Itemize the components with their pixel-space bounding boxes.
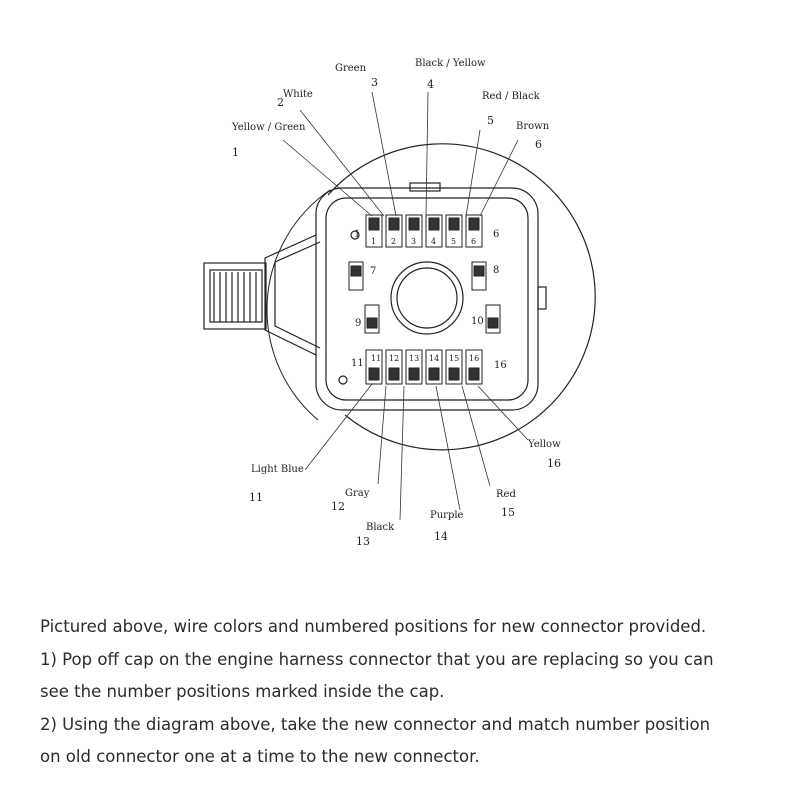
terminal-number: 3 <box>411 237 416 246</box>
wire-position-number: 4 <box>427 78 434 91</box>
terminal-number: 1 <box>371 237 376 246</box>
wire-position-number: 5 <box>487 114 494 127</box>
wire-position-number: 3 <box>371 76 378 89</box>
terminal-number: 12 <box>389 354 399 363</box>
wire-color-label: Yellow / Green <box>231 122 306 133</box>
wire-position-number: 2 <box>277 96 284 109</box>
terminal-slots <box>348 214 501 385</box>
wire-position-number: 12 <box>331 500 345 513</box>
wire-color-label: Purple <box>430 510 464 521</box>
wire-color-label: Black <box>366 522 395 533</box>
terminal-number: 15 <box>449 354 459 363</box>
wire-position-number: 11 <box>249 491 263 504</box>
wire-color-label: White <box>283 89 313 100</box>
terminal-numbers: 1 1 2 3 4 5 6 6 7 8 9 10 11 11 12 13 14 … <box>351 229 507 371</box>
terminal-number: 16 <box>469 354 479 363</box>
wire-color-label: Gray <box>345 488 370 499</box>
connector-diagram: 1 1 2 3 4 5 6 6 7 8 9 10 11 11 12 13 14 … <box>203 58 596 548</box>
instruction-line: Pictured above, wire colors and numbered… <box>40 617 707 636</box>
wire-position-number: 14 <box>434 530 448 543</box>
instruction-line: on old connector one at a time to the ne… <box>40 747 480 766</box>
wire-position-number: 15 <box>501 506 515 519</box>
wire-color-label: Brown <box>516 121 550 132</box>
terminal-number: 10 <box>471 316 484 327</box>
terminal-number: 4 <box>431 237 436 246</box>
instructions-text: Pictured above, wire colors and numbered… <box>40 611 780 774</box>
instruction-line: see the number positions marked inside t… <box>40 682 445 701</box>
wire-color-label: Light Blue <box>251 464 304 475</box>
wire-color-label: Black / Yellow <box>415 58 486 69</box>
terminal-number: 11 <box>351 358 364 369</box>
terminal-number: 7 <box>370 266 376 277</box>
instruction-line: 2) Using the diagram above, take the new… <box>40 714 711 734</box>
leader-lines <box>282 91 529 521</box>
wire-position-number: 1 <box>232 146 239 159</box>
wire-color-label: Green <box>335 63 367 74</box>
wire-position-number: 16 <box>547 457 561 470</box>
terminal-number: 6 <box>493 229 499 240</box>
wire-color-label: Red <box>496 489 516 500</box>
wire-color-label: Yellow <box>527 439 561 450</box>
terminal-number: 13 <box>409 354 419 363</box>
wire-position-number: 13 <box>356 535 370 548</box>
terminal-number: 9 <box>355 318 361 329</box>
terminal-number: 11 <box>371 354 381 363</box>
wire-color-label: Red / Black <box>482 91 541 102</box>
connector-housing <box>203 143 596 451</box>
terminal-number: 6 <box>471 237 476 246</box>
instruction-line: 1) Pop off cap on the engine harness con… <box>40 649 714 669</box>
wire-labels: Yellow / Green 1 White 2 Green 3 Black /… <box>231 58 561 548</box>
terminal-number: 5 <box>451 237 456 246</box>
terminal-number: 16 <box>494 360 507 371</box>
terminal-number: 2 <box>391 237 396 246</box>
terminal-number: 1 <box>354 229 360 240</box>
wire-position-number: 6 <box>535 138 542 151</box>
terminal-number: 8 <box>493 265 499 276</box>
terminal-number: 14 <box>429 354 439 363</box>
